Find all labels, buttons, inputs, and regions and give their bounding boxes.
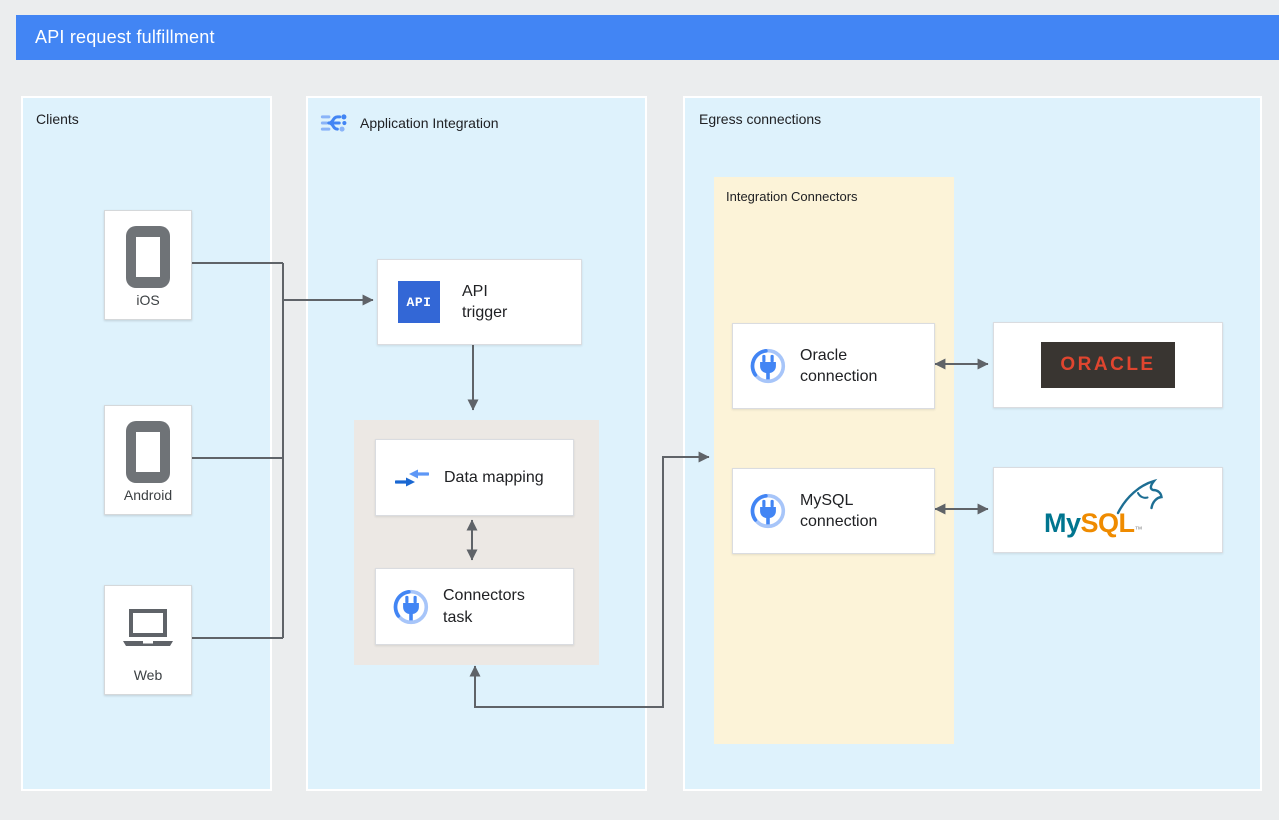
api-chip-label: API: [406, 294, 432, 310]
application-integration-icon: [320, 114, 347, 132]
panel-integration-title: Application Integration: [360, 115, 499, 131]
oracle-connection-label: Oracle connection: [800, 346, 878, 385]
plug-circle-icon: [393, 589, 429, 624]
mysql-connection-node: MySQL connection: [732, 468, 935, 554]
client-card-ios: iOS: [104, 210, 192, 320]
data-mapping-label: Data mapping: [444, 468, 544, 486]
integration-connectors-title: Integration Connectors: [726, 189, 858, 204]
client-label-ios: iOS: [136, 292, 160, 308]
panel-integration-header: Application Integration: [320, 108, 499, 138]
smartphone-icon: [126, 226, 170, 288]
data-mapping-node: Data mapping: [375, 439, 574, 516]
plug-circle-icon: [750, 493, 786, 529]
oracle-logo-text: ORACLE: [1060, 354, 1156, 375]
integration-steps-group: Data mapping Connectors task: [354, 420, 599, 665]
plug-circle-icon: [750, 348, 786, 384]
smartphone-icon: [126, 421, 170, 483]
connectors-task-label: Connectors task: [443, 587, 525, 626]
oracle-logo: ORACLE: [1041, 342, 1175, 388]
mysql-logo-my: My: [1044, 508, 1081, 538]
client-card-web: Web: [104, 585, 192, 695]
panel-egress-connections: Egress connections Integration Connector…: [683, 96, 1262, 791]
laptop-icon: [123, 609, 173, 646]
panel-clients: Clients iOS Android Web: [21, 96, 272, 791]
client-card-android: Android: [104, 405, 192, 515]
panel-application-integration: Application Integration API API trigger …: [306, 96, 647, 791]
mysql-trademark: ™: [1134, 525, 1143, 534]
dolphin-icon: [1116, 478, 1163, 515]
panel-clients-title: Clients: [36, 111, 79, 127]
api-trigger-label: API trigger: [462, 282, 508, 321]
client-label-android: Android: [123, 487, 173, 503]
mysql-connection-label: MySQL connection: [800, 491, 878, 530]
panel-egress-title: Egress connections: [699, 111, 822, 127]
connectors-task-node: Connectors task: [375, 568, 574, 645]
integration-connectors-group: Integration Connectors Oracle connection: [714, 177, 954, 744]
oracle-connection-node: Oracle connection: [732, 323, 935, 409]
diagram-title: API request fulfillment: [35, 27, 215, 47]
converging-arrows-icon: [395, 469, 429, 486]
oracle-logo-node: ORACLE: [993, 322, 1223, 408]
mysql-logo-sql: SQL: [1080, 508, 1136, 538]
client-label-web: Web: [133, 667, 163, 683]
diagram-title-bar: API request fulfillment: [16, 15, 1279, 60]
api-trigger-node: API API trigger: [377, 259, 582, 345]
mysql-logo-text: MySQL™: [1044, 508, 1143, 539]
mysql-logo: MySQL™: [1038, 477, 1178, 543]
mysql-logo-node: MySQL™: [993, 467, 1223, 553]
api-chip-icon: API: [398, 281, 440, 323]
